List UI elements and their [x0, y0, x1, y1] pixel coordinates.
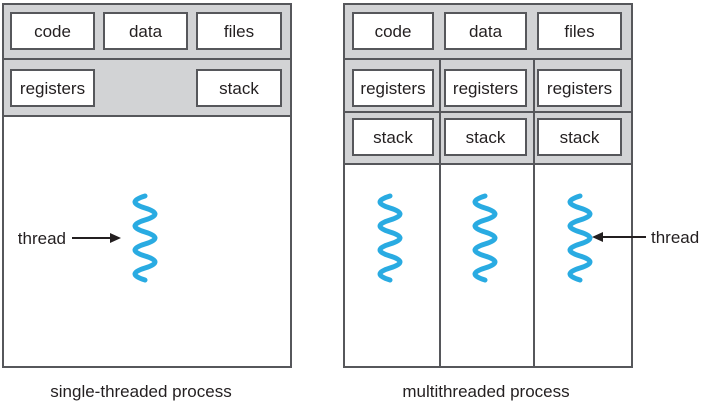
thread-squiggle-icon	[132, 193, 158, 283]
registers-box-label: registers	[19, 78, 86, 98]
registers-box-label: registers	[360, 78, 426, 98]
stack-box: stack	[196, 69, 282, 107]
band-divider	[345, 58, 631, 60]
code-box-label: code	[34, 21, 71, 41]
code-box: code	[10, 12, 95, 50]
data-box-label: data	[128, 21, 163, 41]
stack-box-thread3: stack	[537, 118, 622, 156]
data-box-label: data	[468, 21, 503, 41]
thread-squiggle-icon	[567, 193, 593, 283]
files-box: files	[537, 12, 622, 50]
files-box-label: files	[564, 21, 595, 41]
stack-box-label: stack	[373, 127, 413, 147]
registers-box-label: registers	[452, 78, 519, 98]
thread-squiggle-icon	[377, 193, 403, 283]
thread-squiggle-icon	[472, 193, 498, 283]
data-box: data	[103, 12, 188, 50]
column-divider	[439, 58, 441, 366]
arrow-left-icon	[592, 232, 646, 242]
stack-box-thread1: stack	[352, 118, 434, 156]
arrow-right-icon	[72, 233, 121, 243]
registers-box-thread1: registers	[352, 69, 434, 107]
single-threaded-process-diagram: code data files registers stack	[2, 3, 292, 368]
registers-box-label: registers	[546, 78, 613, 98]
stack-box-label: stack	[559, 127, 600, 147]
files-box-label: files	[223, 21, 255, 41]
stack-box-thread2: stack	[444, 118, 527, 156]
code-box-label: code	[374, 21, 412, 41]
right-diagram-caption: multithreaded process	[402, 382, 570, 401]
left-diagram-caption: single-threaded process	[50, 382, 232, 401]
column-divider	[533, 58, 535, 366]
registers-stack-divider	[345, 111, 631, 113]
stack-box-label: stack	[465, 127, 506, 147]
band-divider	[4, 58, 290, 60]
registers-box: registers	[10, 69, 95, 107]
data-box: data	[444, 12, 527, 50]
thread-annotation-label: thread	[17, 229, 66, 248]
stack-box-label: stack	[219, 78, 259, 98]
code-box: code	[352, 12, 434, 50]
multithreaded-process-diagram: code data files registers registers regi…	[343, 3, 633, 368]
thread-annotation-label: thread	[651, 228, 700, 247]
registers-box-thread2: registers	[444, 69, 527, 107]
files-box: files	[196, 12, 282, 50]
registers-box-thread3: registers	[537, 69, 622, 107]
